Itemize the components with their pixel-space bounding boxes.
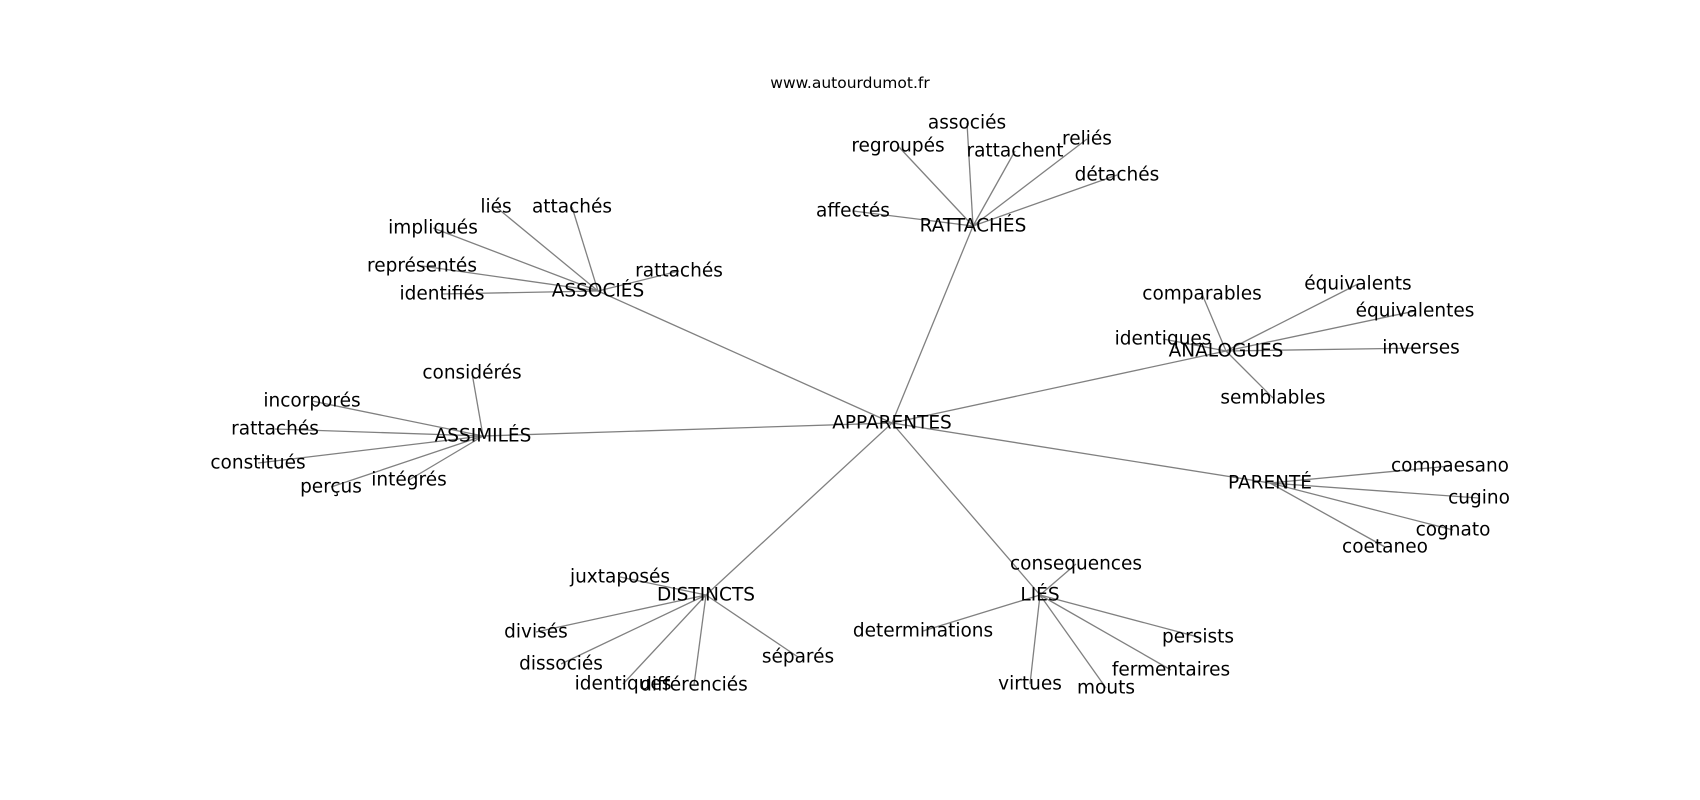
edge-assimiles-2	[274, 428, 484, 437]
edge-analogues-2	[1225, 310, 1416, 352]
leaf-node-analogues-3[interactable]: identiques	[1115, 329, 1212, 350]
leaf-node-assimiles-4[interactable]: perçus	[300, 477, 362, 498]
edge-parente-3	[1269, 482, 1386, 548]
edge-distincts-4	[693, 594, 707, 686]
edge-root-lies	[891, 422, 1041, 596]
root-node-label[interactable]: APPARENTES	[832, 413, 952, 434]
leaf-node-associes-1[interactable]: attachés	[532, 197, 612, 218]
cluster-node-assimiles[interactable]: ASSIMILÉS	[435, 425, 532, 447]
leaf-node-associes-5[interactable]: rattachés	[635, 261, 723, 282]
edge-lies-2	[1039, 594, 1199, 638]
leaf-node-parente-2[interactable]: cognato	[1416, 520, 1491, 541]
leaf-node-lies-1[interactable]: determinations	[853, 621, 993, 642]
edge-analogues-1	[1225, 283, 1359, 352]
edge-parente-0	[1269, 465, 1451, 484]
edge-root-rattaches	[891, 225, 974, 424]
leaf-node-assimiles-0[interactable]: considérés	[422, 363, 521, 384]
leaf-node-associes-3[interactable]: représentés	[367, 256, 477, 277]
edge-associes-3	[421, 265, 599, 292]
edge-root-analogues	[891, 350, 1227, 424]
leaf-node-assimiles-5[interactable]: intégrés	[371, 470, 446, 491]
edge-assimiles-0	[471, 372, 484, 437]
edge-root-parente	[891, 422, 1271, 484]
edge-distincts-5	[705, 594, 799, 658]
leaf-node-analogues-1[interactable]: équivalents	[1304, 274, 1411, 295]
leaf-node-analogues-2[interactable]: équivalentes	[1356, 301, 1475, 322]
leaf-node-lies-4[interactable]: virtues	[998, 674, 1062, 695]
leaf-node-distincts-4[interactable]: différenciés	[640, 675, 748, 696]
leaf-node-assimiles-1[interactable]: incorporés	[263, 391, 360, 412]
edges-layer	[257, 122, 1480, 689]
leaf-node-analogues-5[interactable]: semblables	[1220, 388, 1325, 409]
edge-associes-1	[571, 206, 599, 292]
site-label: www.autourdumot.fr	[770, 74, 930, 92]
leaf-node-distincts-0[interactable]: juxtaposés	[569, 567, 670, 588]
edge-distincts-3	[622, 594, 707, 685]
leaf-node-parente-1[interactable]: cugino	[1448, 488, 1510, 509]
edge-rattaches-1	[897, 145, 974, 227]
edge-distincts-0	[619, 576, 707, 596]
edge-analogues-3	[1162, 338, 1227, 352]
leaf-node-distincts-5[interactable]: séparés	[762, 647, 834, 668]
edge-analogues-4	[1225, 347, 1422, 352]
edge-rattaches-4	[972, 174, 1118, 227]
leaf-node-rattaches-4[interactable]: détachés	[1075, 165, 1160, 186]
cluster-node-rattaches[interactable]: RATTACHÉS	[920, 215, 1027, 237]
leaf-node-associes-4[interactable]: identifiés	[399, 284, 484, 305]
edge-lies-1	[922, 594, 1041, 632]
leaf-node-lies-2[interactable]: persists	[1162, 627, 1234, 648]
edge-lies-4	[1029, 594, 1041, 685]
edge-assimiles-1	[311, 400, 484, 437]
leaf-node-rattaches-5[interactable]: affectés	[816, 201, 890, 222]
edge-rattaches-3	[972, 138, 1088, 227]
edge-associes-2	[432, 227, 599, 292]
edge-analogues-5	[1225, 350, 1274, 399]
labels-layer: www.autourdumot.fr APPARENTES ASSOCIÉS lié…	[210, 74, 1510, 699]
leaf-node-associes-0[interactable]: liés	[480, 197, 511, 218]
leaf-node-analogues-0[interactable]: comparables	[1142, 284, 1261, 305]
leaf-node-rattaches-0[interactable]: associés	[928, 113, 1006, 134]
edge-parente-2	[1269, 482, 1454, 531]
leaf-node-rattaches-3[interactable]: reliés	[1062, 129, 1112, 150]
edge-distincts-1	[535, 594, 707, 633]
edge-associes-4	[441, 290, 599, 295]
edge-root-distincts	[705, 422, 893, 596]
edge-lies-0	[1039, 563, 1077, 596]
edge-root-assimiles	[482, 422, 893, 437]
cluster-node-analogues[interactable]: ANALOGUES	[1169, 341, 1284, 362]
leaf-node-parente-0[interactable]: compaesano	[1391, 456, 1509, 477]
edge-rattaches-2	[972, 150, 1016, 227]
leaf-node-lies-5[interactable]: mouts	[1077, 678, 1135, 699]
edge-lies-5	[1039, 594, 1107, 689]
cluster-node-associes[interactable]: ASSOCIÉS	[552, 280, 645, 302]
cluster-node-distincts[interactable]: DISTINCTS	[657, 585, 755, 606]
edge-distincts-2	[560, 594, 707, 665]
leaf-node-distincts-1[interactable]: divisés	[504, 622, 568, 643]
leaf-node-distincts-3[interactable]: identiques	[575, 674, 672, 695]
edge-associes-0	[495, 206, 599, 292]
leaf-node-distincts-2[interactable]: dissociés	[519, 654, 603, 675]
leaf-node-analogues-4[interactable]: inverses	[1382, 338, 1459, 359]
leaf-node-assimiles-2[interactable]: rattachés	[231, 419, 319, 440]
leaf-node-lies-3[interactable]: fermentaires	[1112, 660, 1230, 681]
leaf-node-associes-2[interactable]: impliqués	[388, 218, 478, 239]
leaf-node-lies-0[interactable]: consequences	[1010, 554, 1142, 575]
edge-rattaches-5	[852, 210, 974, 227]
edge-analogues-0	[1201, 293, 1227, 352]
edge-root-associes	[597, 290, 893, 424]
edge-associes-5	[597, 270, 680, 292]
edge-lies-3	[1039, 594, 1172, 671]
cluster-node-lies[interactable]: LIÉS	[1020, 584, 1059, 606]
leaf-node-rattaches-1[interactable]: regroupés	[851, 136, 944, 157]
edge-assimiles-5	[408, 435, 484, 481]
leaf-node-rattaches-2[interactable]: rattachent	[966, 141, 1063, 162]
edge-parente-1	[1269, 482, 1480, 499]
leaf-node-parente-3[interactable]: coetaneo	[1342, 537, 1428, 558]
leaf-node-assimiles-3[interactable]: constitués	[210, 453, 305, 474]
cluster-node-parente[interactable]: PARENTÉ	[1228, 472, 1312, 494]
edge-assimiles-3	[257, 435, 484, 464]
edge-assimiles-4	[330, 435, 484, 488]
edge-rattaches-0	[966, 122, 974, 227]
